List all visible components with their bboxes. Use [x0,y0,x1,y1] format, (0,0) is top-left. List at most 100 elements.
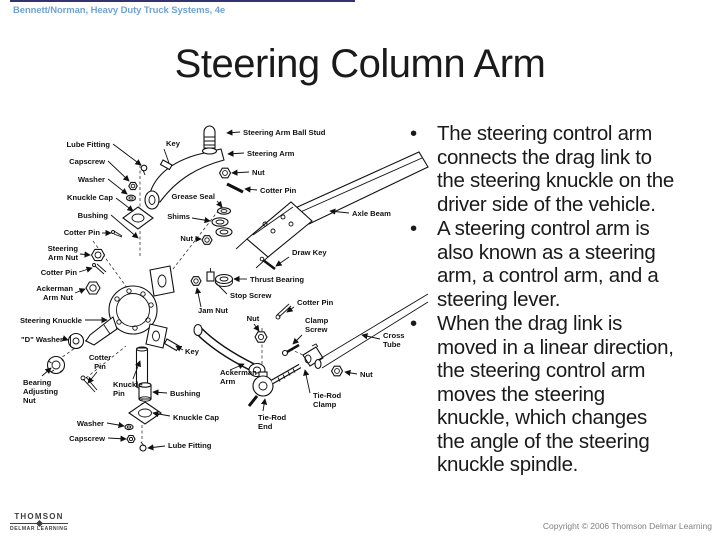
label-key-lower: Key [185,347,200,356]
label-capscrew-upper: Capscrew [69,157,105,166]
label-capscrew-lower: Capscrew [69,434,105,443]
key-upper-part [159,159,173,171]
d-washer-part [67,332,85,350]
leader-steering-arm-ball-stud [226,129,241,136]
leader-cotter-pin-2 [78,266,93,273]
bushing-lower-part [138,382,152,402]
clamp-screw-part [281,343,300,357]
draw-key-part [259,256,276,270]
leader-knuckle-cap-upper [115,197,134,212]
bullet-marker: • [410,312,417,335]
leader-washer-upper [107,178,128,195]
nut-mid-part [201,235,213,245]
leader-washer-lower [106,421,125,429]
label-d-washer: "D" Washer [21,335,63,344]
bearing-adjusting-nut-part [46,355,66,375]
bullet-marker: • [410,122,417,145]
page-title: Steering Column Arm [174,42,546,86]
leader-nut-bottom-right [344,369,358,377]
label-nut-lower-mid: Nut [247,314,260,323]
leader-nut-lower-mid [253,323,260,332]
label-draw-key: Draw Key [292,248,327,257]
lube-fitting-upper-part [140,164,148,176]
cotter-pin-3-part [80,375,98,393]
label-knuckle-cap-lower: Knuckle Cap [173,413,219,422]
label-nut-bottom-right: Nut [360,370,373,379]
label-axle-beam: Axle Beam [352,209,391,218]
label-bushing-lower: Bushing [170,389,201,398]
leader-shims [191,216,211,224]
jam-nut-part [190,276,202,286]
leader-draw-key [275,256,290,267]
nut-bottom-right-part [330,365,344,377]
leader-cross-tube [361,333,381,340]
leader-knuckle-pin [132,360,141,380]
leader-lube-fitting-lower [147,444,166,451]
leader-grease-seal [216,200,223,208]
cotter-pin-2-part [92,263,107,275]
label-cotter-pin-1: Cotter Pin [64,228,101,237]
label-thrust-bearing: Thrust Bearing [250,275,304,284]
washer-upper-part [125,194,137,202]
thrust-bearing-part [214,273,234,287]
ackerman-arm-nut-part [85,281,101,295]
knuckle-cap-upper-part [122,206,154,230]
leader-cotter-pin-3 [87,371,98,384]
label-bushing-upper: Bushing [78,211,109,220]
top-accent-bar [10,0,355,2]
thomson-delmar-logo: THOMSON DELMAR LEARNING [10,512,68,532]
leader-nut-upper [231,169,250,176]
cotter-pin-black-part [226,182,244,194]
logo-delmar-text: DELMAR LEARNING [10,526,68,532]
leader-ackerman-arm [229,363,245,371]
label-washer-lower: Washer [77,419,104,428]
leader-steering-arm [227,150,245,157]
leader-bushing-lower [152,389,168,396]
leader-bearing-adjusting-nut [41,367,52,377]
label-key-upper: Key [166,139,181,148]
label-lube-fitting-lower: Lube Fitting [168,441,212,450]
shims-part [211,217,233,237]
cotter-pin-1-part [111,230,123,238]
leader-capscrew-upper [107,160,130,182]
leader-axle-beam [329,208,350,215]
leader-lube-fitting-upper [112,143,142,166]
leader-stop-screw [214,281,228,295]
leader-capscrew-lower [107,435,127,442]
leader-cotter-pin-4 [244,186,258,193]
label-nut-mid-left: Nut [180,234,193,243]
leader-cotter-pin-5 [286,306,295,313]
grease-seal-part [216,207,232,215]
steering-arm-part [144,148,225,210]
leader-knuckle-cap-lower [152,410,171,418]
label-cotter-pin-2: Cotter Pin [41,268,78,277]
leader-ackerman-arm-nut [74,288,86,294]
label-lube-fitting-upper: Lube Fitting [67,140,111,149]
steering-arm-nut-part [90,248,106,262]
label-steering-arm: Steering Arm [247,149,295,158]
leader-steering-arm-nut [79,251,91,258]
leader-tie-rod-end [260,398,268,412]
label-stop-screw: Stop Screw [230,291,271,300]
label-cotter-pin-5: Cotter Pin [297,298,334,307]
tie-rod-end-part [247,363,302,407]
cross-tube-part [314,293,429,370]
nut-on-arm-part [254,331,268,343]
steering-knuckle-part [85,265,175,349]
